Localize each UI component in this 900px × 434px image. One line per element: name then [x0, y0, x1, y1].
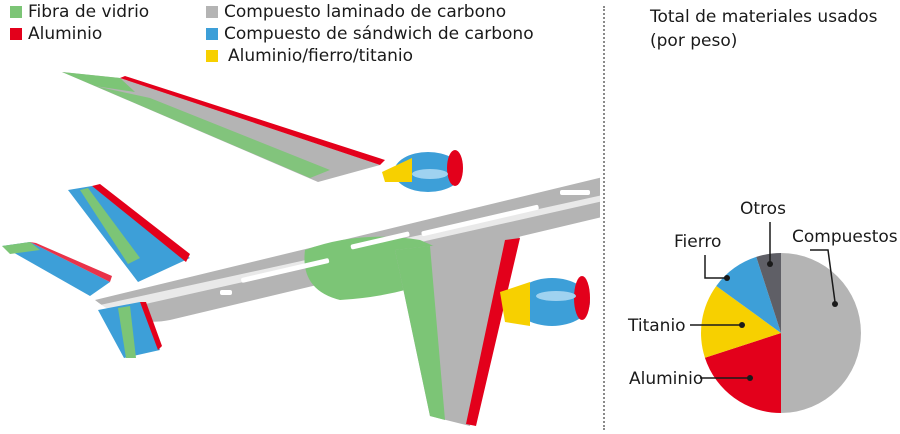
legend: Fibra de vidrio Aluminio Compuesto lamin… [0, 0, 600, 70]
legend-label: Compuesto de sándwich de carbono [224, 24, 534, 44]
pie-title-line2: (por peso) [650, 31, 738, 51]
materials-pie-chart: Compuestos Aluminio Titanio Fierro Otros [627, 199, 898, 413]
legend-item-aluminio: Aluminio [10, 24, 102, 44]
slice-label-fierro: Fierro [674, 232, 721, 252]
pie-slice-aluminio [704, 333, 781, 413]
slice-label-titanio: Titanio [627, 316, 686, 336]
legend-swatch-gray [206, 6, 218, 18]
lower-wing [395, 236, 520, 426]
windows [220, 190, 590, 295]
legend-swatch-green [10, 6, 22, 18]
legend-item-compuesto-sandwich: Compuesto de sándwich de carbono [206, 24, 534, 44]
legend-swatch-yellow [206, 50, 218, 62]
airplane-illustration [2, 72, 600, 426]
slice-label-otros: Otros [740, 199, 786, 219]
legend-swatch-red [10, 28, 22, 40]
slice-label-aluminio: Aluminio [629, 369, 703, 389]
lower-engine [500, 276, 590, 326]
legend-label: Compuesto laminado de carbono [224, 2, 507, 22]
upper-stabilizer [2, 242, 112, 296]
pie-slice-otros [756, 253, 781, 333]
pie-slices [701, 253, 861, 413]
legend-item-compuesto-laminado: Compuesto laminado de carbono [206, 2, 506, 22]
legend-item-fibra-de-vidrio: Fibra de vidrio [10, 2, 149, 22]
upper-wing [62, 72, 385, 182]
legend-label: Aluminio [28, 24, 103, 44]
pie-leader-lines [690, 222, 836, 379]
slice-label-compuestos: Compuestos [792, 227, 898, 247]
legend-swatch-blue [206, 28, 218, 40]
legend-label: Fibra de vidrio [28, 2, 150, 22]
pie-slice-titanio [701, 285, 781, 358]
divider [603, 6, 605, 430]
pie-title-line1: Total de materiales usados [650, 7, 878, 27]
pie-slice-compuestos [781, 253, 861, 413]
legend-item-aluminio-fierro-titanio: Aluminio/fierro/titanio [206, 46, 413, 66]
upper-engine [382, 150, 463, 192]
pie-leader-dots [724, 261, 838, 381]
legend-label: Aluminio/fierro/titanio [228, 46, 414, 66]
vertical-tail [68, 184, 190, 282]
lower-stabilizer [98, 302, 162, 358]
pie-slice-fierro [716, 256, 781, 333]
